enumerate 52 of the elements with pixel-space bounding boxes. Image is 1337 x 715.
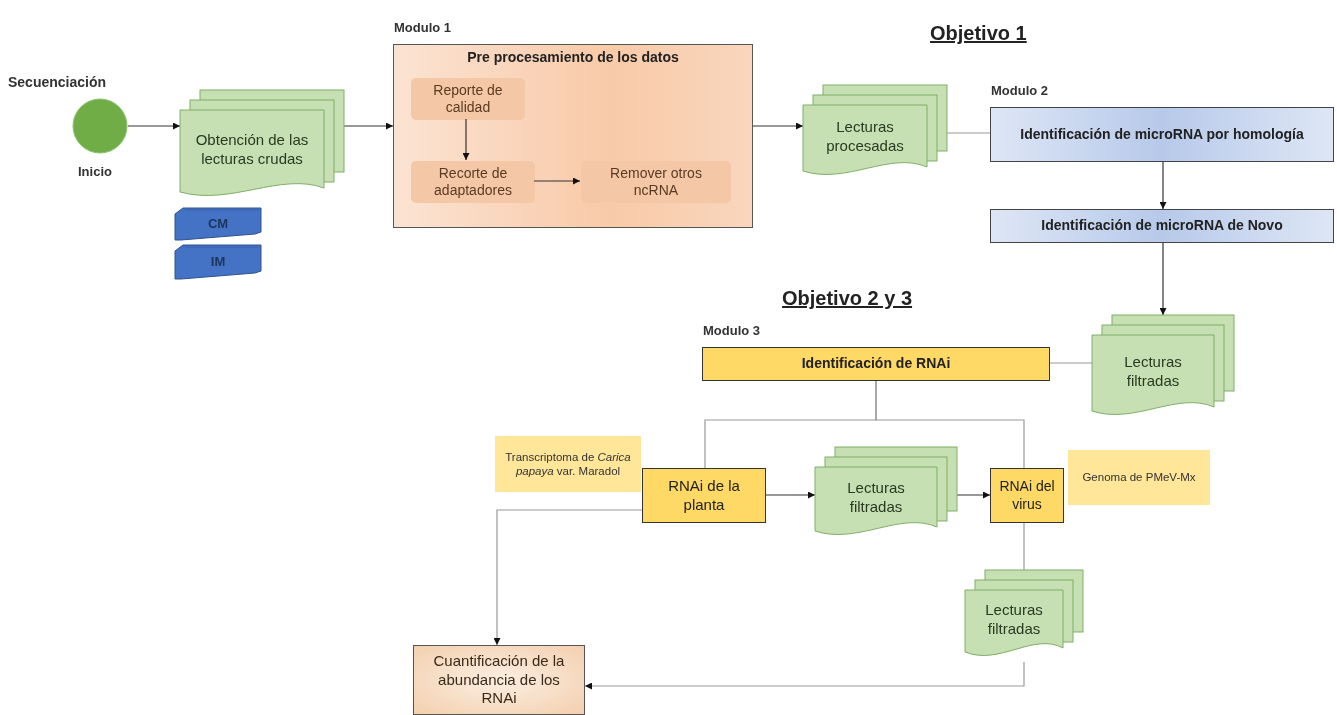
document-label: Obtención de las lecturas crudas — [194, 129, 310, 169]
arrow — [765, 491, 816, 499]
arrow — [343, 122, 394, 130]
box-label: Transcriptoma de Carica papaya var. Maradol — [504, 449, 632, 479]
process-box — [581, 161, 731, 203]
box-label: RNAi del virus — [998, 478, 1056, 513]
process-box — [411, 161, 535, 203]
process-box — [495, 436, 641, 492]
process-box — [642, 468, 766, 523]
box-label: Identificación de RNAi — [801, 355, 951, 373]
note-box — [1068, 450, 1210, 505]
document-label: Lecturas procesadas — [825, 116, 905, 156]
data-tag — [175, 245, 261, 279]
tag-label: IM — [210, 253, 226, 271]
section-heading: Objetivo 1 — [930, 22, 1027, 45]
document-label: Lecturas filtradas — [846, 477, 906, 517]
connector-line — [946, 132, 991, 134]
box-label: Cuantificación de la abundancia de los RNAi — [432, 651, 566, 709]
data-tag — [175, 208, 261, 240]
module-heading: Modulo 1 — [394, 20, 452, 35]
module-heading: Modulo 2 — [991, 83, 1049, 98]
node-heading: Secuenciación — [8, 74, 107, 90]
connector-line — [1023, 522, 1025, 571]
node-caption: Inicio — [78, 164, 112, 179]
section-heading: Objetivo 2 y 3 — [782, 287, 913, 310]
arrow — [533, 177, 581, 185]
process-box — [411, 78, 525, 120]
box-label: Identificación de microRNA de Novo — [1041, 217, 1283, 235]
box-label: RNAi de la planta — [667, 476, 741, 515]
process-box — [990, 468, 1064, 523]
box-label: Recorte de adaptadores — [433, 164, 513, 200]
arrow — [462, 118, 470, 161]
arrow — [493, 509, 643, 646]
arrow — [1159, 242, 1167, 316]
connector-line — [1049, 362, 1093, 364]
box-label: Pre procesamiento de los datos — [467, 49, 679, 67]
arrow — [127, 122, 181, 130]
document-label: Lecturas filtradas — [1123, 351, 1183, 391]
process-box — [990, 209, 1334, 243]
tag-label: CM — [207, 215, 229, 233]
arrow — [752, 122, 804, 130]
arrow — [956, 491, 991, 499]
box-label: Genoma de PMeV-Mx — [1082, 470, 1196, 485]
arrow — [1159, 161, 1167, 210]
box-label: Reporte de calidad — [432, 81, 504, 117]
document-label: Lecturas filtradas — [984, 599, 1044, 639]
box-label: Remover otros ncRNA — [609, 164, 703, 200]
connector-line — [875, 380, 1025, 469]
box-label: Identificación de microRNA por homología — [1020, 125, 1304, 144]
module-heading: Modulo 3 — [703, 323, 761, 338]
process-box — [413, 645, 585, 715]
arrow — [584, 661, 1025, 690]
